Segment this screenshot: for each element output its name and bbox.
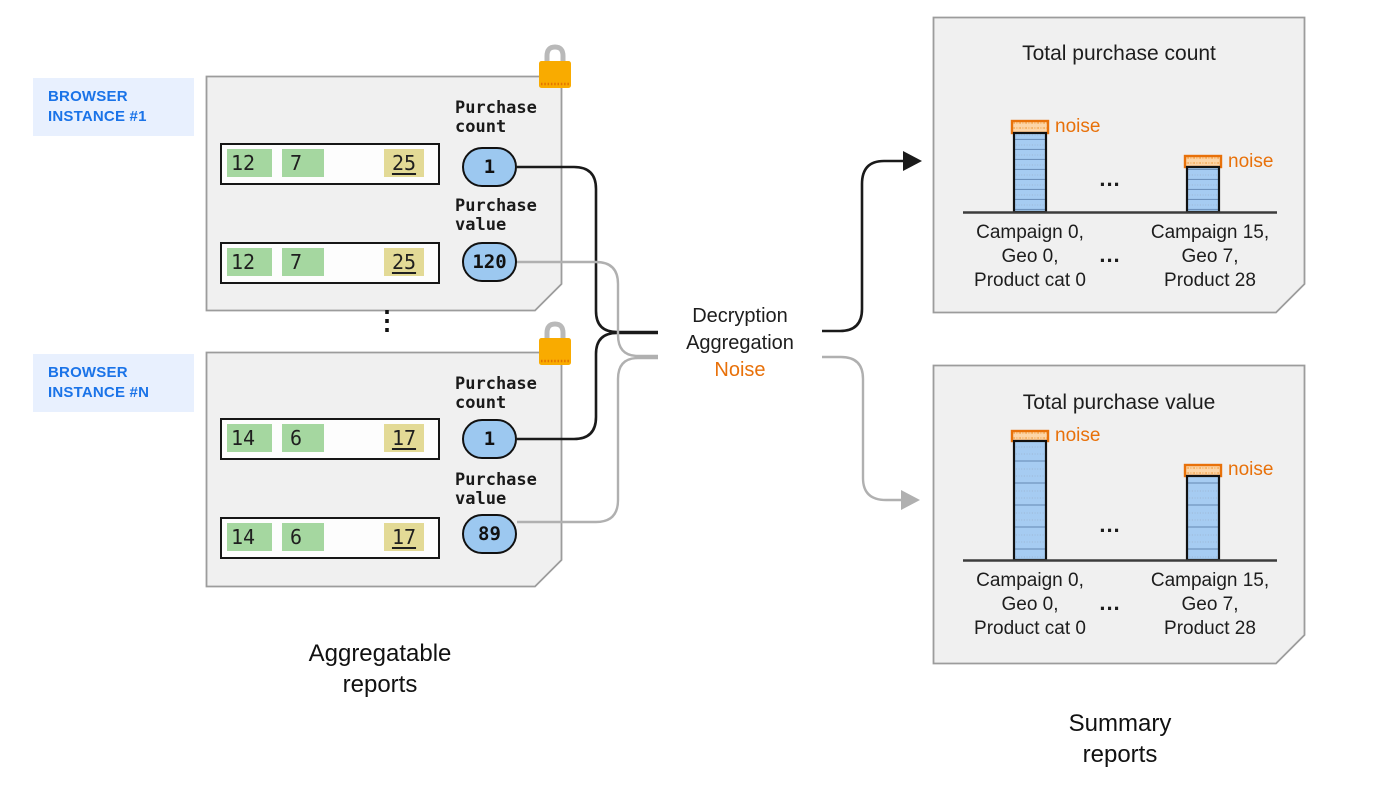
noise-cap: [1010, 429, 1050, 443]
purchase-value-pill: 89: [462, 514, 517, 554]
label-line: Purchase: [455, 374, 537, 394]
category-label: Campaign 0, Geo 0, Product cat 0: [948, 221, 1112, 293]
label-line: Campaign 0,: [976, 222, 1084, 243]
category-label: Campaign 15, Geo 7, Product 28: [1128, 569, 1292, 641]
bucket-cell: 14: [227, 424, 272, 452]
flow-line-count-out: [822, 159, 903, 333]
noise-label: noise: [1055, 116, 1101, 137]
label-line: BROWSER: [48, 88, 128, 105]
flow-line-count-n: [517, 331, 658, 441]
more-instances-ellipsis: ⋮: [374, 306, 400, 336]
chart-title-value: Total purchase value: [1022, 391, 1216, 414]
label-line: value: [455, 215, 507, 235]
bar-count-campaign0: [1012, 131, 1048, 214]
label-line: Purchase: [455, 196, 537, 216]
data-row: 14 6 17: [220, 418, 440, 460]
pill-value: 89: [478, 523, 501, 545]
purchase-count-pill: 1: [462, 419, 517, 459]
process-step-decryption: Decryption: [692, 305, 788, 327]
caption-summary-reports: Summary reports: [1010, 708, 1230, 770]
process-steps: Decryption Aggregation Noise: [660, 303, 820, 384]
noise-cap: [1010, 119, 1050, 135]
category-label: Campaign 15, Geo 7, Product 28: [1128, 221, 1292, 293]
lock-icon: [539, 44, 571, 88]
labels-ellipsis: ...: [1099, 590, 1121, 615]
bar-value-campaign0: [1012, 439, 1048, 562]
bar-count-campaign15: [1185, 165, 1221, 214]
label-line: Product 28: [1164, 270, 1256, 291]
caption-line: Summary: [1068, 710, 1172, 737]
label-line: Product 28: [1164, 618, 1256, 639]
caption-line: reports: [342, 671, 418, 698]
label-line: Product cat 0: [974, 270, 1086, 291]
process-step-aggregation: Aggregation: [686, 332, 794, 354]
bars-ellipsis: ...: [1099, 512, 1121, 537]
noise-label: noise: [1055, 425, 1101, 446]
pill-value: 1: [483, 156, 496, 178]
bar-value-campaign15: [1185, 474, 1221, 562]
flow-line-value-out: [822, 355, 901, 502]
chart-title-count: Total purchase count: [1022, 42, 1216, 65]
label-line: INSTANCE #1: [48, 108, 147, 125]
browser-instance-1-label: BROWSER INSTANCE #1: [33, 78, 194, 136]
caption-line: Aggregatable: [308, 640, 452, 667]
data-row: 12 7 25: [220, 143, 440, 185]
label-line: INSTANCE #N: [48, 384, 150, 401]
summary-card-count: [932, 16, 1306, 314]
flow-line-count-1: [517, 165, 658, 334]
bucket-cell: 12: [227, 248, 272, 276]
label-line: Geo 0,: [1001, 246, 1059, 267]
process-step-noise: Noise: [714, 359, 766, 381]
label-line: Geo 0,: [1001, 594, 1059, 615]
noise-label: noise: [1228, 459, 1274, 480]
bucket-cell: 7: [282, 248, 324, 276]
value-cell: 17: [384, 523, 424, 551]
label-line: Campaign 0,: [976, 570, 1084, 591]
browser-instance-n-label: BROWSER INSTANCE #N: [33, 354, 194, 412]
noise-cap: [1183, 154, 1223, 169]
pill-value: 1: [483, 428, 496, 450]
caption-line: reports: [1082, 741, 1158, 768]
flow-line-value-n: [517, 356, 658, 524]
flow-line-value-1: [517, 260, 658, 358]
label-line: Product cat 0: [974, 618, 1086, 639]
label-line: Purchase: [455, 98, 537, 118]
label-line: Campaign 15,: [1150, 222, 1270, 243]
bars-ellipsis: ...: [1099, 166, 1121, 191]
pill-value: 120: [472, 251, 507, 273]
noise-cap: [1183, 463, 1223, 478]
purchase-value-pill: 120: [462, 242, 517, 282]
value-cell: 17: [384, 424, 424, 452]
data-row: 14 6 17: [220, 517, 440, 559]
value-cell: 25: [384, 248, 424, 276]
data-row: 12 7 25: [220, 242, 440, 284]
bucket-cell: 7: [282, 149, 324, 177]
lock-icon: [539, 321, 571, 365]
purchase-count-pill: 1: [462, 147, 517, 187]
label-line: BROWSER: [48, 364, 128, 381]
purchase-count-label: Purchase count: [455, 99, 537, 137]
purchase-value-label: Purchase value: [455, 471, 537, 509]
arrow-icon: [901, 490, 920, 510]
category-label: Campaign 0, Geo 0, Product cat 0: [948, 569, 1112, 641]
bucket-cell: 12: [227, 149, 272, 177]
label-line: Campaign 15,: [1150, 570, 1270, 591]
caption-aggregatable-reports: Aggregatable reports: [270, 638, 490, 700]
value-cell: 25: [384, 149, 424, 177]
bucket-cell: 6: [282, 523, 324, 551]
label-line: Geo 7,: [1181, 246, 1239, 267]
label-line: count: [455, 393, 507, 413]
arrow-icon: [903, 151, 922, 171]
label-line: Geo 7,: [1181, 594, 1239, 615]
label-line: count: [455, 117, 507, 137]
labels-ellipsis: ...: [1099, 242, 1121, 267]
purchase-value-label: Purchase value: [455, 197, 537, 235]
bucket-cell: 6: [282, 424, 324, 452]
label-line: Purchase: [455, 470, 537, 490]
bucket-cell: 14: [227, 523, 272, 551]
purchase-count-label: Purchase count: [455, 375, 537, 413]
label-line: value: [455, 489, 507, 509]
noise-label: noise: [1228, 151, 1274, 172]
